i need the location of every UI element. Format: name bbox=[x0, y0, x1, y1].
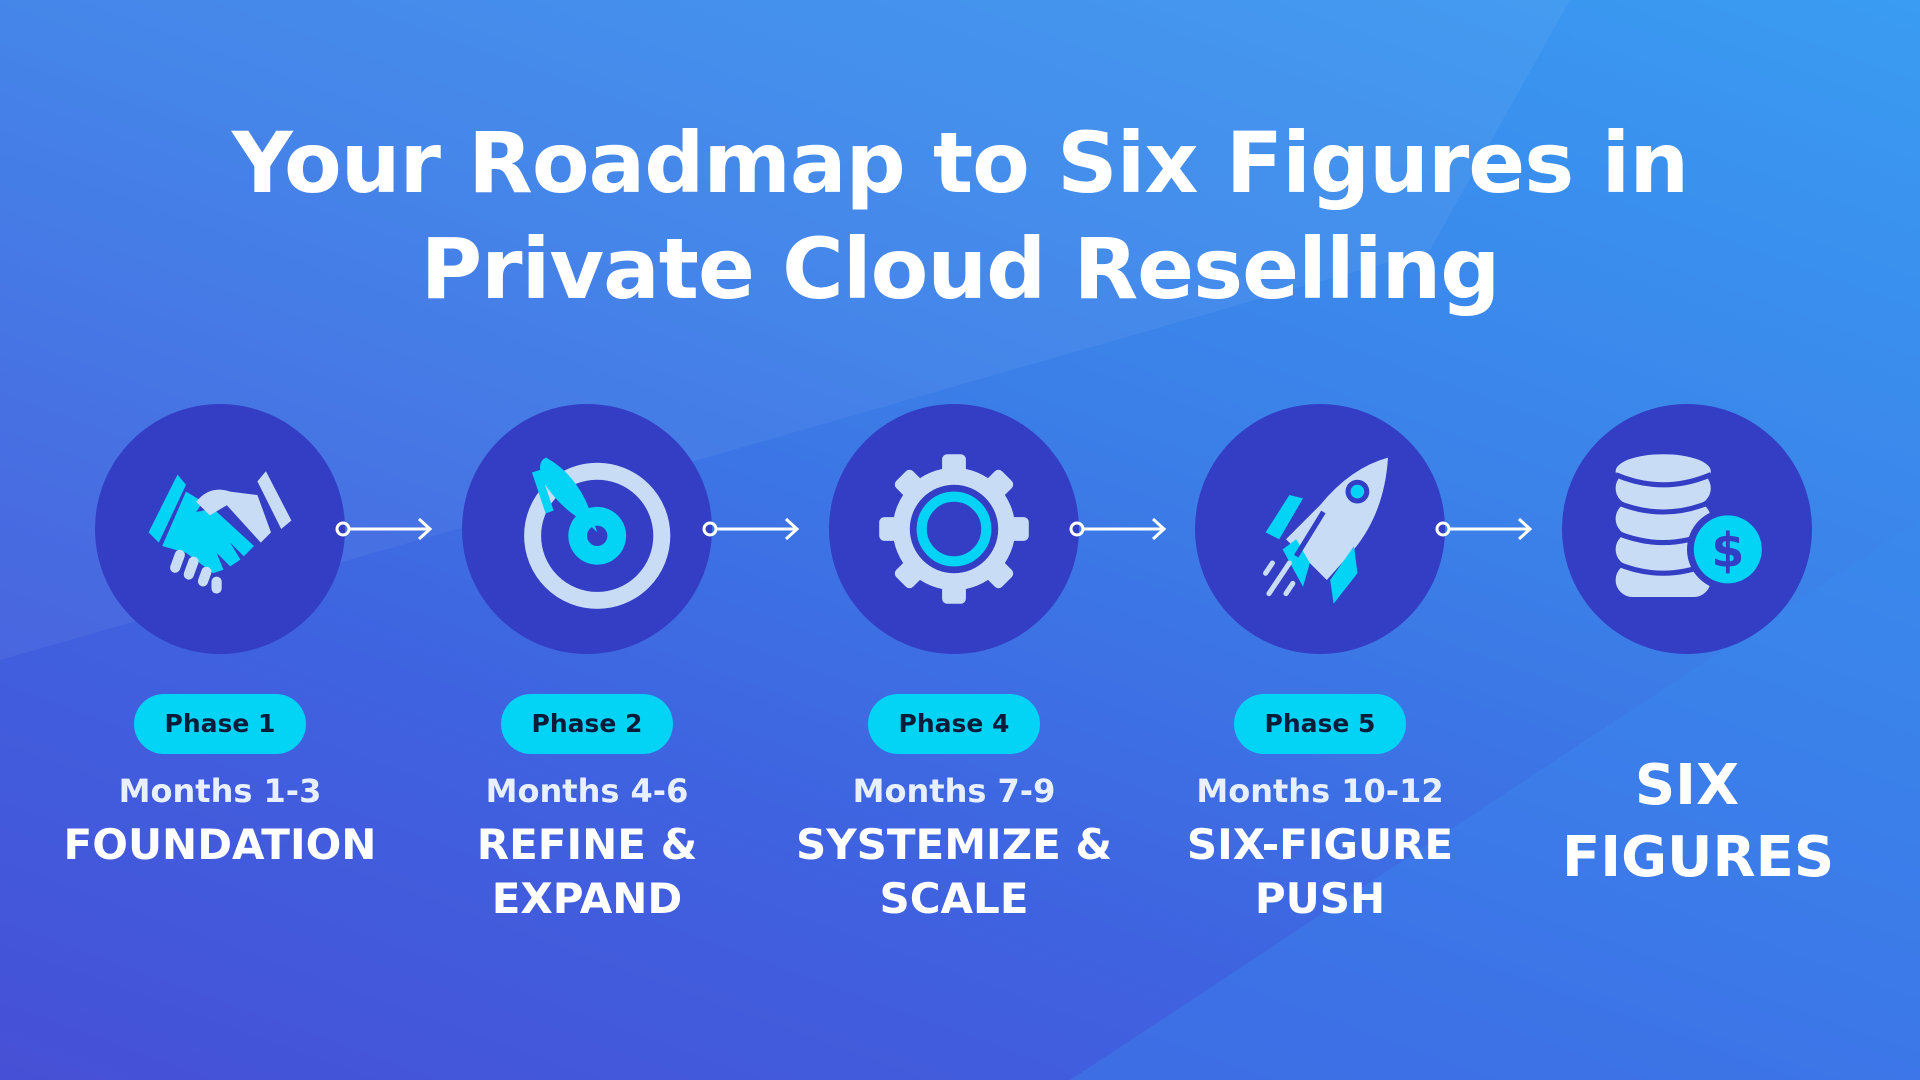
step-circle bbox=[829, 404, 1079, 654]
arrow-right-icon bbox=[335, 517, 433, 541]
arrow-right-icon bbox=[1069, 517, 1167, 541]
rocket-icon bbox=[1263, 457, 1388, 604]
phase-badge: Phase 4 bbox=[868, 694, 1040, 754]
step-circle: $ bbox=[1562, 404, 1812, 654]
step-circle bbox=[462, 404, 712, 654]
phase-badge: Phase 5 bbox=[1234, 694, 1406, 754]
months-range: Months 1-3 bbox=[118, 772, 322, 810]
svg-text:$: $ bbox=[1711, 523, 1744, 578]
phase-title: REFINE &EXPAND bbox=[476, 820, 698, 923]
arrow-right-icon bbox=[1435, 517, 1533, 541]
gear-icon bbox=[879, 454, 1029, 604]
phase-title: SYSTEMIZE &SCALE bbox=[795, 820, 1113, 923]
phase-step-2: Phase 2 Months 4-6 REFINE &EXPAND bbox=[462, 404, 712, 926]
arrow-right-icon bbox=[702, 517, 800, 541]
handshake-icon bbox=[148, 471, 292, 594]
phase-step-1: Phase 1 Months 1-3 FOUNDATION bbox=[64, 404, 376, 872]
months-range: Months 4-6 bbox=[485, 772, 689, 810]
months-range: Months 10-12 bbox=[1196, 772, 1444, 810]
phase-title: FOUNDATION bbox=[63, 820, 377, 869]
phase-step-3: Phase 4 Months 7-9 SYSTEMIZE &SCALE bbox=[796, 404, 1112, 926]
months-range: Months 7-9 bbox=[852, 772, 1056, 810]
step-circle bbox=[95, 404, 345, 654]
target-icon bbox=[524, 457, 671, 609]
phase-badge: Phase 1 bbox=[134, 694, 306, 754]
step-circle bbox=[1195, 404, 1445, 654]
coins-dollar-icon: $ bbox=[1614, 454, 1769, 597]
phase-badge: Phase 2 bbox=[501, 694, 673, 754]
